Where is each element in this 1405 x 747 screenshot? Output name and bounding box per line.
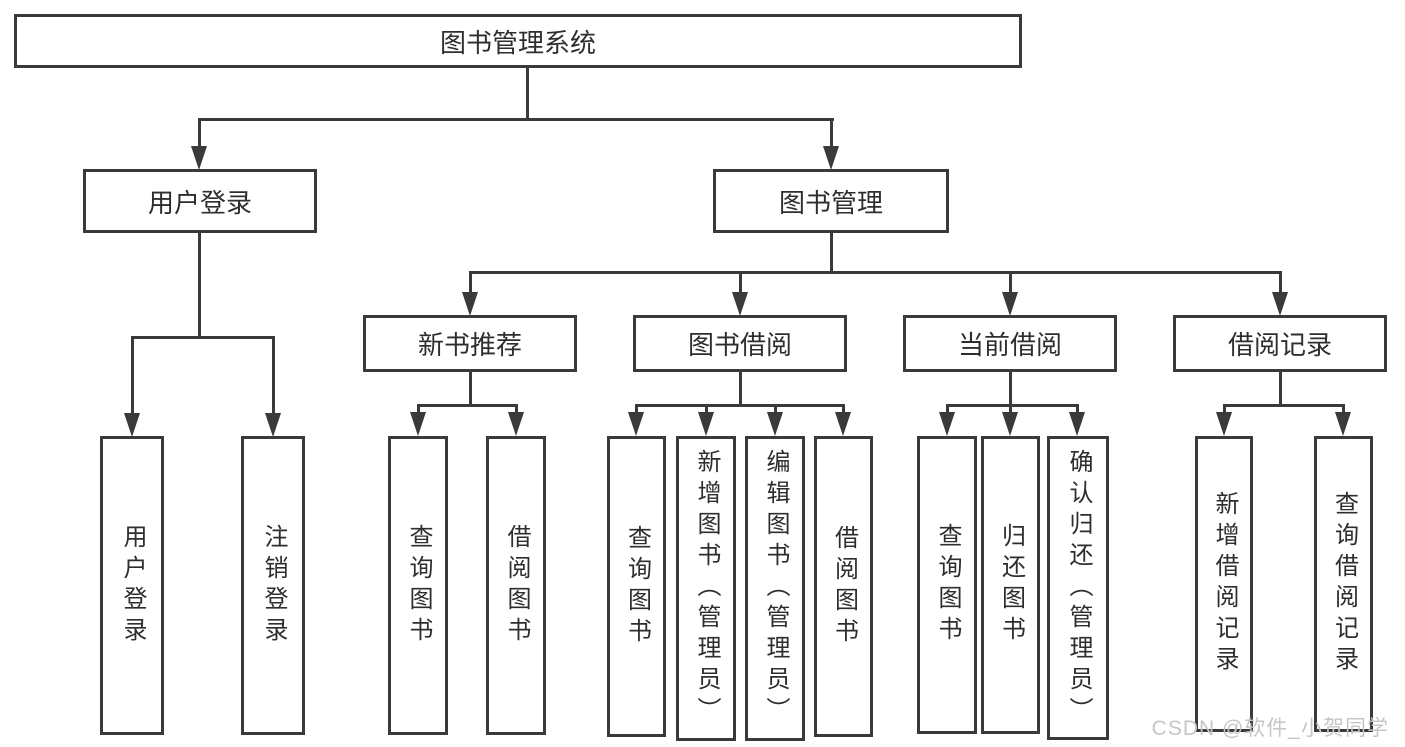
connector-line [705,404,708,416]
node-label: 图书借阅 [687,330,792,360]
connector-line [417,404,420,416]
connector-line [830,118,833,152]
arrow-down-icon [1272,292,1288,316]
node-borrowing-records: 借阅记录 [1173,315,1387,372]
node-label: 借阅记录 [1227,330,1332,360]
node-label: 当前借阅 [957,330,1062,360]
leaf-label: 查询借阅记录 [1330,491,1358,677]
node-library-management-system: 图书管理系统 [14,14,1022,68]
arrow-down-icon [732,292,748,316]
arrow-down-icon [462,292,478,316]
connector-line [1223,404,1345,407]
arrow-down-icon [767,412,783,436]
connector-line [774,404,777,416]
connector-line [515,404,518,416]
leaf-label: 查询图书 [623,524,651,649]
leaf-label: 查询图书 [405,523,432,648]
leaf-add-books-admin: 新增图书（管理员） [676,436,736,741]
arrow-down-icon [698,412,714,436]
leaf-query-borrow-record: 查询借阅记录 [1314,436,1373,732]
connector-line [1009,370,1012,407]
arrow-down-icon [410,412,426,436]
arrow-down-icon [823,146,839,170]
leaf-borrow-books: 借阅图书 [486,436,546,735]
connector-line [739,271,742,295]
connector-line [526,66,529,121]
node-label: 图书管理系统 [439,27,596,58]
node-new-book-recommendation: 新书推荐 [363,315,577,372]
arrow-down-icon [1216,412,1232,436]
leaf-confirm-return-admin: 确认归还（管理员） [1047,436,1109,740]
connector-line [1279,370,1282,407]
connector-line [469,271,1282,274]
node-label: 用户登录 [147,187,252,218]
leaf-user-login: 用户登录 [100,436,164,735]
connector-line [635,404,638,416]
leaf-add-borrow-record: 新增借阅记录 [1195,436,1253,732]
connector-line [1279,271,1282,295]
leaf-label: 用户登录 [119,523,146,648]
arrow-down-icon [191,146,207,170]
leaf-label: 归还图书 [997,523,1025,647]
connector-line [842,404,845,416]
connector-line [635,404,845,407]
arrow-down-icon [1002,292,1018,316]
connector-line [469,370,472,407]
leaf-label: 借阅图书 [830,524,858,649]
arrow-down-icon [835,412,851,436]
arrow-down-icon [124,413,140,437]
leaf-label: 注销登录 [260,523,287,648]
connector-line [946,404,1079,407]
connector-line [1342,404,1345,416]
leaf-borrow-books: 借阅图书 [814,436,873,737]
leaf-label: 新增借阅记录 [1211,491,1238,677]
node-book-borrowing: 图书借阅 [633,315,847,372]
csdn-watermark: CSDN @软件_小贺同学 [1151,717,1389,740]
connector-line [469,271,472,295]
arrow-down-icon [628,412,644,436]
leaf-return-books: 归还图书 [981,436,1040,734]
node-user-login: 用户登录 [83,169,317,233]
connector-line [1076,404,1079,416]
connector-line [1009,271,1012,295]
leaf-query-books: 查询图书 [607,436,666,737]
leaf-label: 查询图书 [934,523,961,647]
node-label: 图书管理 [778,187,883,218]
leaf-label: 确认归还（管理员） [1065,448,1092,728]
arrow-down-icon [1335,412,1351,436]
leaf-label: 借阅图书 [503,523,530,648]
connector-line [272,336,275,416]
connector-line [131,336,275,339]
connector-line [131,336,134,416]
arrow-down-icon [265,413,281,437]
arrow-down-icon [1002,412,1018,436]
connector-line [1223,404,1226,416]
connector-line [739,370,742,407]
connector-line [830,231,833,274]
connector-line [198,231,201,338]
connector-line [198,118,834,121]
node-current-borrowing: 当前借阅 [903,315,1117,372]
leaf-query-books: 查询图书 [388,436,448,735]
connector-line [417,404,518,407]
leaf-edit-books-admin: 编辑图书（管理员） [745,436,805,741]
connector-line [946,404,949,416]
arrow-down-icon [1069,412,1085,436]
leaf-label: 新增图书（管理员） [693,449,720,728]
leaf-query-books: 查询图书 [917,436,977,734]
arrow-down-icon [508,412,524,436]
arrow-down-icon [939,412,955,436]
connector-line [198,118,201,152]
leaf-logout: 注销登录 [241,436,305,735]
connector-line [1009,404,1012,416]
node-label: 新书推荐 [417,330,522,360]
node-book-management: 图书管理 [713,169,949,233]
leaf-label: 编辑图书（管理员） [762,449,789,728]
